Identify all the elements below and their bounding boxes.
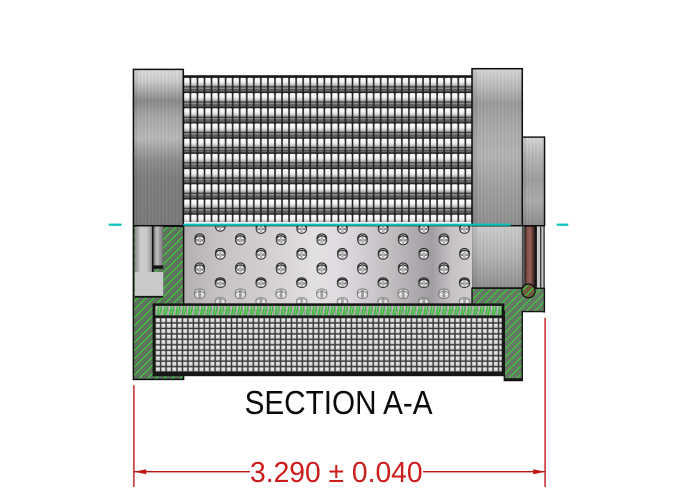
svg-text:SECTION A-A: SECTION A-A	[245, 384, 433, 421]
svg-text:3.290 ± 0.040: 3.290 ± 0.040	[250, 457, 423, 489]
